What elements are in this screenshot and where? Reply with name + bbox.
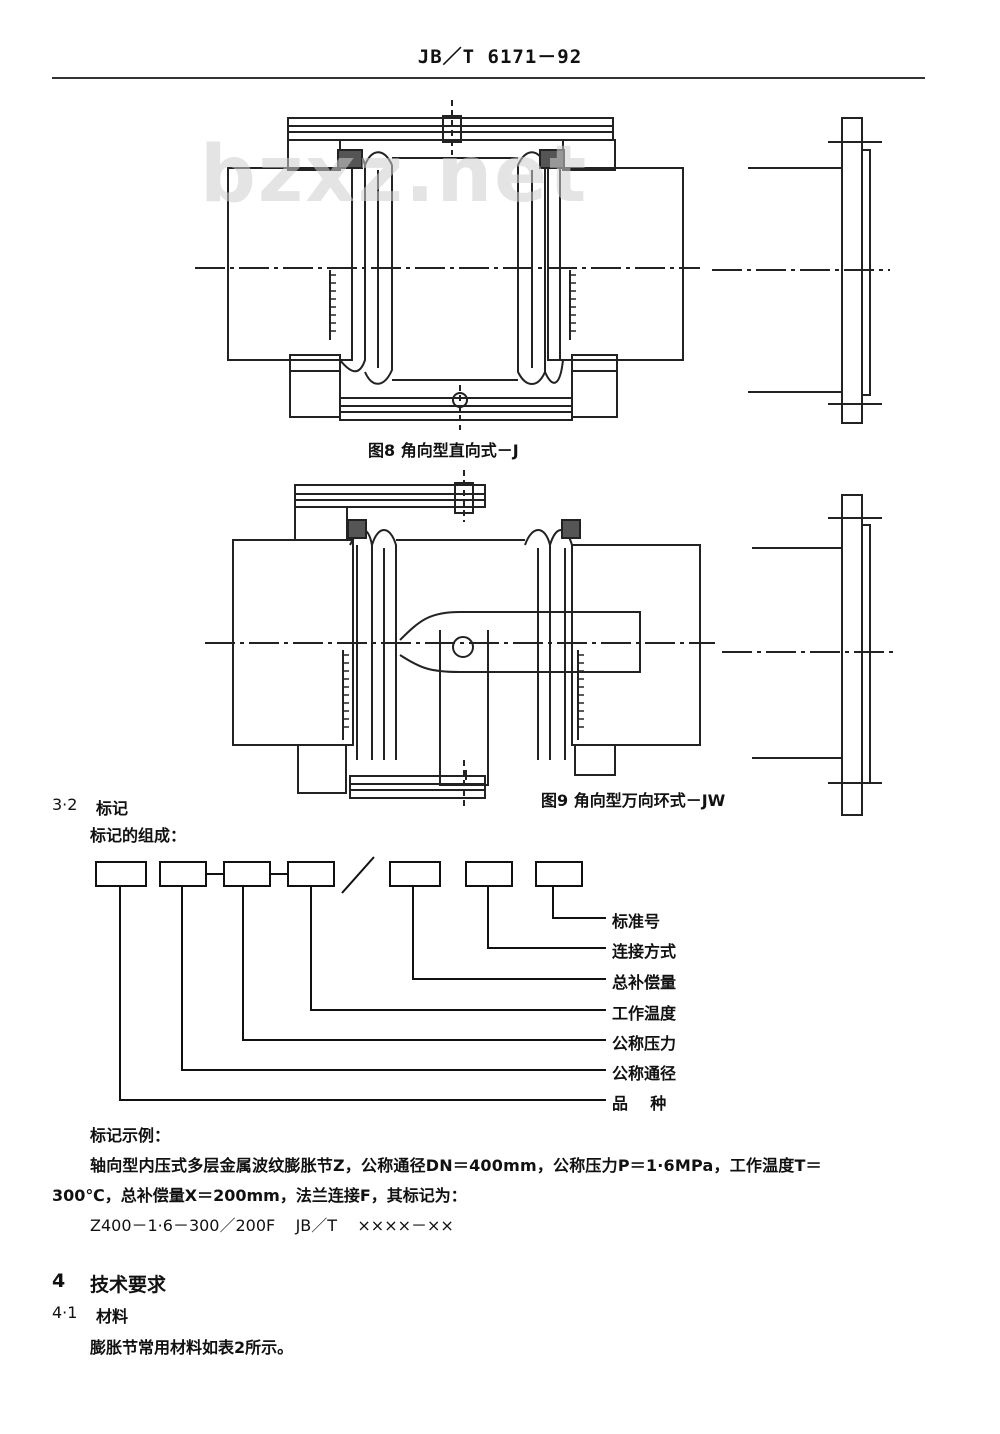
- section-4-1-title: 材料: [96, 1307, 129, 1326]
- example-label: 标记示例：: [90, 1126, 171, 1145]
- legend-nominal-diameter: 公称通径: [612, 1064, 677, 1083]
- legend-total-compensation: 总补偿量: [612, 973, 677, 992]
- marking-diagram: [95, 856, 606, 1101]
- example-line-1: 轴向型内压式多层金属波纹膨胀节Z，公称通径DN＝400mm，公称压力P＝1·6M…: [90, 1156, 822, 1175]
- section-4-title: 技术要求: [90, 1274, 167, 1296]
- section-4-1-number: 4·1: [52, 1303, 78, 1322]
- section-3-2-title: 标记: [96, 799, 129, 818]
- legend-nominal-pressure: 公称压力: [612, 1034, 677, 1053]
- example-code: Z400－1·6－300／200F JB／T ××××－××: [90, 1216, 454, 1235]
- figure-8-caption: 图8 角向型直向式－J: [368, 441, 519, 460]
- composition-label: 标记的组成：: [90, 826, 187, 845]
- legend-working-temperature: 工作温度: [612, 1004, 677, 1023]
- figure-9-drawing: [205, 470, 895, 816]
- header-rule: [52, 77, 925, 79]
- legend-variety: 品 种: [612, 1094, 667, 1113]
- section-3-2-number: 3·2: [52, 795, 78, 814]
- figure-9-caption: 图9 角向型万向环式－JW: [541, 791, 726, 810]
- legend-connection-type: 连接方式: [612, 942, 677, 961]
- example-line-2: 300℃，总补偿量X＝200mm，法兰连接F，其标记为：: [52, 1186, 467, 1205]
- section-4-number: 4: [52, 1270, 66, 1292]
- document-header: JB／T 6171－92: [417, 46, 583, 68]
- legend-standard-number: 标准号: [612, 912, 661, 931]
- section-4-1-body: 膨胀节常用材料如表2所示。: [90, 1338, 294, 1357]
- figure-8-drawing: [195, 100, 890, 430]
- watermark: bzxz.net: [200, 130, 589, 220]
